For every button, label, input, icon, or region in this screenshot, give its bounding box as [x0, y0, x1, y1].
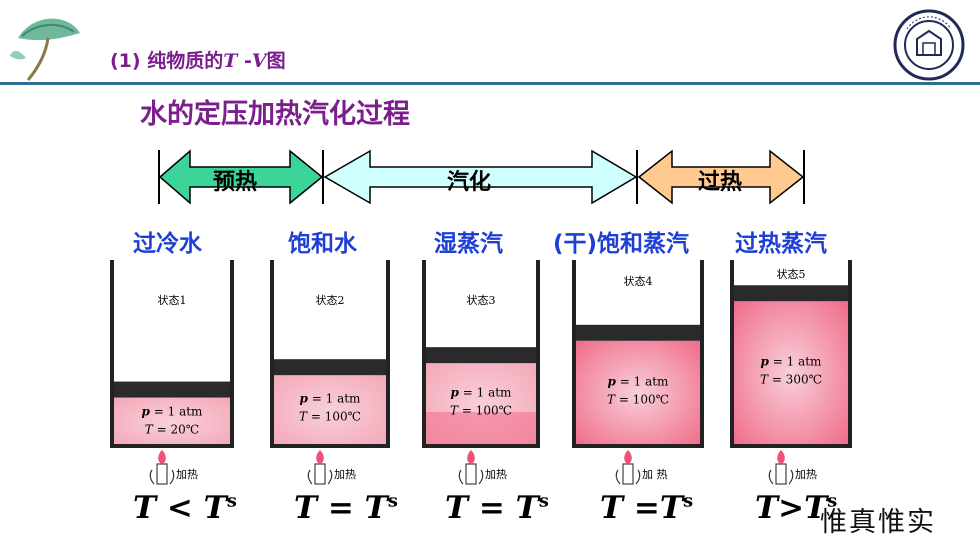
heat-label: 加热 [176, 468, 198, 481]
state-name-1: 过冷水 [133, 231, 202, 257]
flame-icon [624, 450, 632, 464]
working-fluid [576, 340, 700, 446]
state-name-3: 湿蒸汽 [434, 231, 503, 257]
flame-icon [467, 450, 475, 464]
piston [426, 347, 536, 364]
university-motto: 惟真惟实 [820, 507, 936, 538]
state-label: 状态2 [316, 293, 345, 307]
cylinder-2: 状态2 p = 1 atm T = 100℃ 加热 [270, 260, 390, 485]
pressure-label: p = 1 atm [761, 355, 823, 369]
vaporization-label: 汽化 [446, 170, 491, 195]
working-fluid [114, 397, 230, 446]
state-label: 状态4 [624, 274, 653, 288]
process-arrows [158, 149, 805, 205]
vaporization-arrow [323, 149, 638, 205]
state-name-2: 饱和水 [288, 231, 357, 257]
pressure-label: p = 1 atm [451, 386, 513, 400]
state-label: 状态5 [777, 267, 806, 281]
cylinder-1: 状态1 p = 1 atm T = 20℃ 加热 [110, 260, 234, 485]
candle-icon [314, 463, 326, 485]
cylinder-4: 状态4 p = 1 atm T = 100℃ 加 热 [572, 260, 704, 485]
flame-icon [316, 450, 324, 464]
slide-title: (1) 纯物质的T -V图 [110, 50, 286, 72]
superheat-arrow [637, 149, 805, 205]
subtitle: 水的定压加热汽化过程 [140, 99, 410, 130]
preheat-label: 预热 [212, 170, 257, 195]
cylinder-5: 状态5 p = 1 atm T = 300℃ 加热 [730, 260, 852, 485]
pressure-label: p = 1 atm [300, 392, 362, 406]
cylinder-3: 状态3 p = 1 atm T = 100℃ 加热 [422, 260, 540, 485]
heat-label: 加 热 [642, 468, 668, 481]
pressure-label: p = 1 atm [142, 405, 204, 419]
header-divider [0, 82, 980, 85]
candle-icon [775, 463, 787, 485]
temperature-label: T = 300℃ [760, 373, 822, 387]
cylinder-wall [110, 260, 234, 448]
cylinder-wall [422, 260, 540, 448]
heat-label: 加热 [334, 468, 356, 481]
condition-2: T = Ts [294, 490, 398, 526]
heat-label: 加热 [795, 468, 817, 481]
state-name-5: 过热蒸汽 [735, 231, 827, 257]
condition-5: T>Ts [755, 490, 838, 526]
leaf-logo-icon [10, 18, 80, 81]
condition-3: T = Ts [445, 490, 549, 526]
flame-icon [158, 450, 166, 464]
university-seal-icon [893, 9, 965, 81]
pressure-label: p = 1 atm [608, 374, 670, 388]
temperature-label: T = 100℃ [607, 392, 669, 406]
piston [114, 381, 230, 398]
condition-4: T =Ts [600, 490, 694, 526]
candle-icon [622, 463, 634, 485]
flame-icon [777, 450, 785, 464]
cylinder-wall [572, 260, 704, 448]
condition-1: T < Ts [133, 490, 237, 526]
piston [576, 324, 700, 341]
superheat-label: 过热 [697, 170, 742, 195]
temperature-label: T = 20℃ [145, 423, 199, 437]
working-fluid [734, 301, 848, 446]
cylinder-wall [730, 260, 852, 448]
temperature-label: T = 100℃ [299, 410, 361, 424]
piston [734, 285, 848, 302]
state-name-4: (干)饱和蒸汽 [553, 231, 690, 257]
preheat-arrow [158, 149, 324, 205]
heat-label: 加热 [485, 468, 507, 481]
candle-icon [465, 463, 477, 485]
liquid-layer [426, 412, 536, 446]
cylinder-wall [270, 260, 390, 448]
state-label: 状态1 [158, 293, 187, 307]
state-label: 状态3 [467, 293, 496, 307]
working-fluid [274, 375, 386, 446]
temperature-label: T = 100℃ [450, 404, 512, 418]
candle-icon [156, 463, 168, 485]
piston [274, 359, 386, 376]
